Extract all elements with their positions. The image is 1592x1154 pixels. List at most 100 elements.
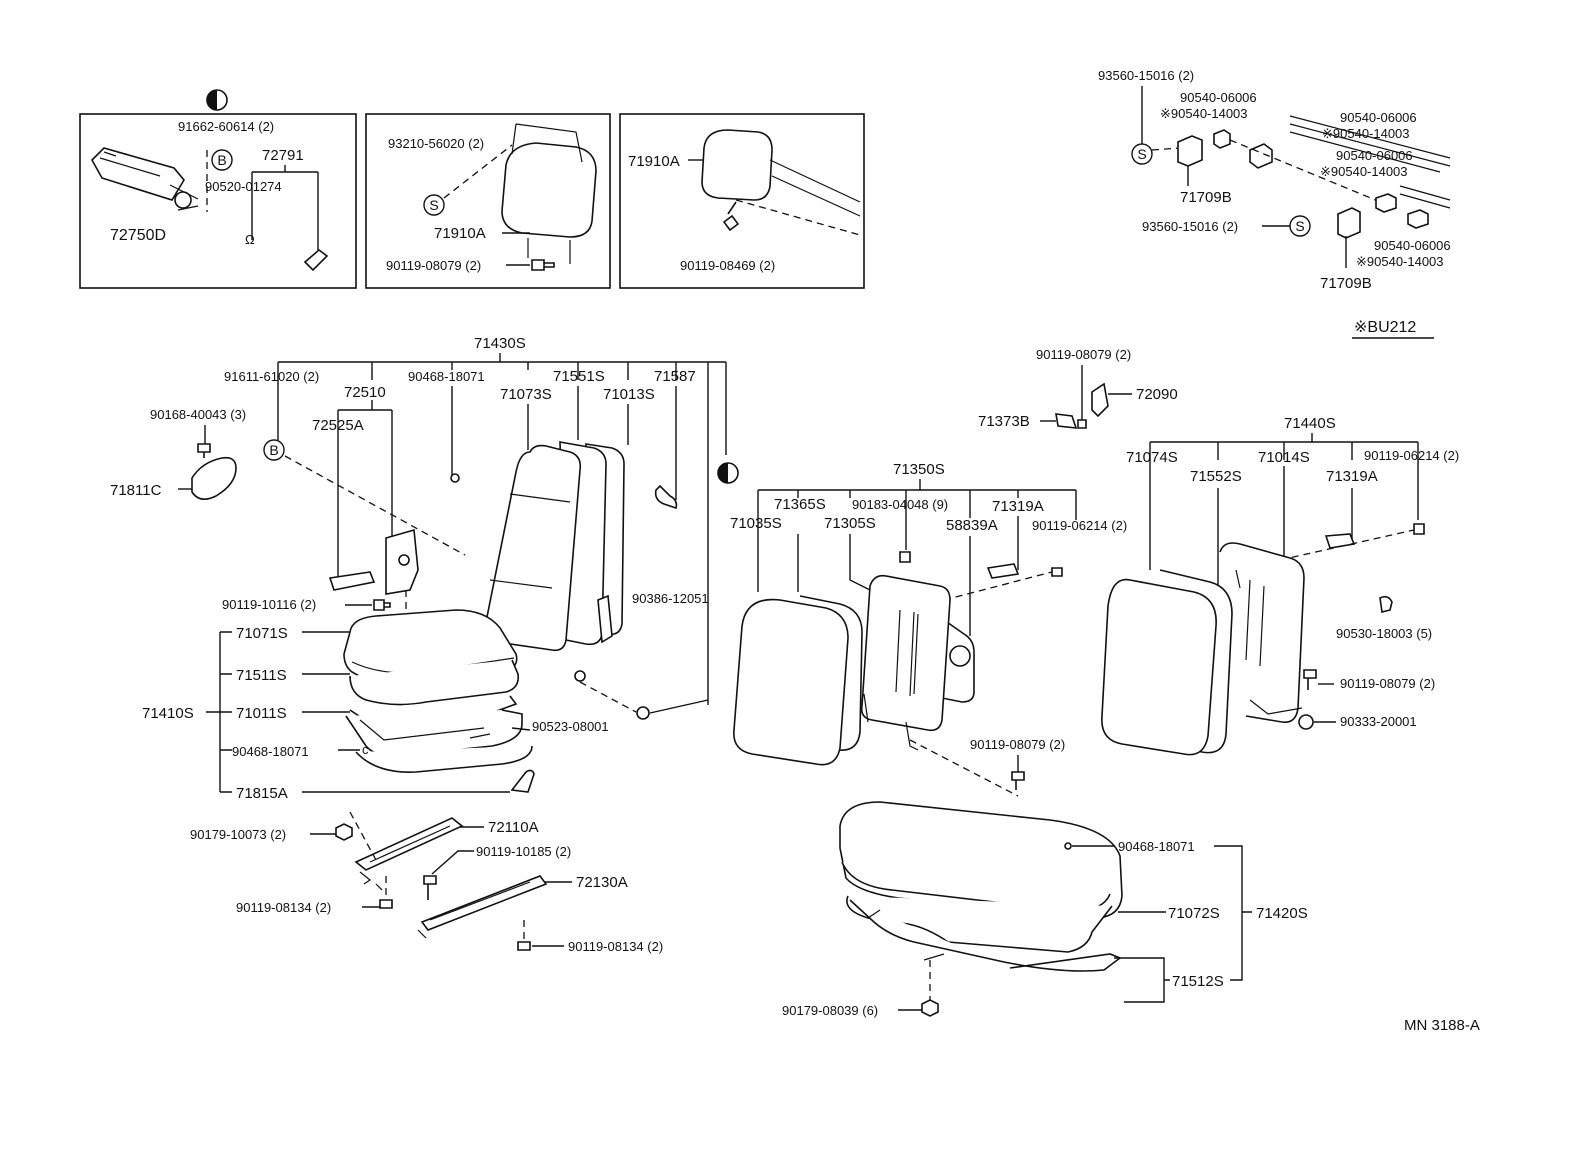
svg-text:Ω: Ω [245,232,255,247]
bushing-a [1213,129,1231,149]
label-90119-06214-a: 90119-06214 (2) [1032,518,1127,533]
label-71072S: 71072S [1168,905,1220,922]
bolt-icon [423,875,437,900]
seat-cushion-71071S-drawing [343,609,520,727]
label-90386: 90386-12051 [632,591,709,606]
bracket-71319A-b [1324,533,1356,549]
label-90540-14003-d: ※90540-14003 [1356,254,1444,269]
bolt-icon [1051,567,1063,577]
label-90468-a: 90468-18071 [408,369,485,384]
label-71319A-b: 71319A [1326,468,1378,485]
label-72110A: 72110A [488,819,539,836]
seatback-71073S-drawing [484,441,625,652]
label-93210: 93210-56020 (2) [388,136,484,151]
clip-icon [450,473,460,483]
label-71013S: 71013S [603,386,655,403]
inset-box-clip [79,113,357,289]
symbol-half-circle-icon [717,462,739,484]
label-72750D: 72750D [110,227,166,244]
label-71071S: 71071S [236,625,288,642]
label-71305S: 71305S [824,515,876,532]
screw-icon [197,443,211,458]
label-71512S: 71512S [1172,973,1224,990]
clip-part [303,248,329,272]
svg-text:B: B [217,152,226,168]
label-90520: 90520-01274 [205,179,282,194]
label-71440S: 71440S [1284,415,1336,432]
label-90179-08039: 90179-08039 (6) [782,1003,878,1018]
seat-frame-71011S-drawing [345,709,533,773]
label-71910A-a: 71910A [434,225,486,242]
label-90540-14003-c: ※90540-14003 [1320,164,1408,179]
label-90540-06006-c: 90540-06006 [1336,148,1413,163]
rear-seatback-71074S-drawing [1101,542,1305,756]
label-90540-06006-a: 90540-06006 [1180,90,1257,105]
bolt-icon [531,259,555,271]
label-90168: 90168-40043 (3) [150,407,246,422]
hinge-71709B-a [1177,135,1203,167]
label-90119-08469: 90119-08469 (2) [680,258,775,273]
label-90540-06006-d: 90540-06006 [1374,238,1451,253]
label-90119-06214-b: 90119-06214 (2) [1364,448,1459,463]
nut-icon [335,823,353,841]
bolt-icon [517,941,531,951]
nut-icon [636,706,650,720]
label-90468: 90468-18071 [1118,839,1195,854]
label-71373B: 71373B [978,413,1030,430]
label-90119-08079-b: 90119-08079 (2) [1340,676,1435,691]
seat-track-72130A-drawing [417,875,548,939]
label-90523: 90523-08001 [532,719,609,734]
headrest-71910A-a-drawing [501,123,597,264]
label-90183: 90183-04048 (9) [852,497,948,512]
bolt-icon [722,201,740,232]
label-91662: 91662-60614 (2) [178,119,274,134]
part-72750D-drawing [91,147,199,211]
bolt-icon [1011,771,1025,790]
plug-90333-icon [1298,714,1314,730]
label-71552S: 71552S [1190,468,1242,485]
part-72090 [1091,382,1109,418]
rear-seatback-71035S-drawing [733,574,975,766]
symbol-b-icon: B [263,439,285,461]
cover-71811C [191,456,237,500]
part-71587-drawing [654,484,678,510]
nut-icon [921,999,939,1017]
label-90468-b: 90468-18071 [232,744,309,759]
svg-text:S: S [1295,218,1304,234]
bench-cushion-71072S-drawing [839,801,1123,972]
svg-text:c: c [362,742,369,757]
bolt-icon [1413,523,1425,535]
label-90540-14003-a: ※90540-14003 [1160,106,1248,121]
inset-box-headrest-b [619,113,865,289]
label-90119-08079-a: 90119-08079 (2) [1036,347,1131,362]
symbol-s-icon: S [1289,215,1311,237]
label-72510: 72510 [344,384,386,401]
bolt-icon [373,599,391,611]
label-91611: 91611-61020 (2) [224,369,319,384]
symbol-s-icon: S [423,194,445,216]
label-90119-08134-b: 90119-08134 (2) [568,939,663,954]
label-71587: 71587 [654,368,696,385]
label-93560-b: 93560-15016 (2) [1142,219,1238,234]
label-90119-08079-a: 90119-08079 (2) [386,258,481,273]
label-90540-14003-b: ※90540-14003 [1322,126,1410,141]
label-71350S: 71350S [893,461,945,478]
label-71011S: 71011S [236,705,287,722]
label-71910A-b: 71910A [628,153,680,170]
variant-note: ※BU212 [1354,319,1416,336]
bushing-c [1375,193,1397,213]
half-circle-marker-icon [206,89,228,111]
label-71511S: 71511S [236,667,287,684]
inset-box-headrest-a [365,113,611,289]
label-72090: 72090 [1136,386,1178,403]
label-93560-a: 93560-15016 (2) [1098,68,1194,83]
label-72130A: 72130A [576,874,628,891]
symbol-b-icon: B [211,149,233,171]
label-71709B-b: 71709B [1320,275,1372,292]
label-90119-10185: 90119-10185 (2) [476,844,571,859]
label-72525A: 72525A [312,417,364,434]
cover-71815A [510,769,535,793]
label-90119-10116: 90119-10116 (2) [222,597,316,612]
label-90179-10073: 90179-10073 (2) [190,827,286,842]
